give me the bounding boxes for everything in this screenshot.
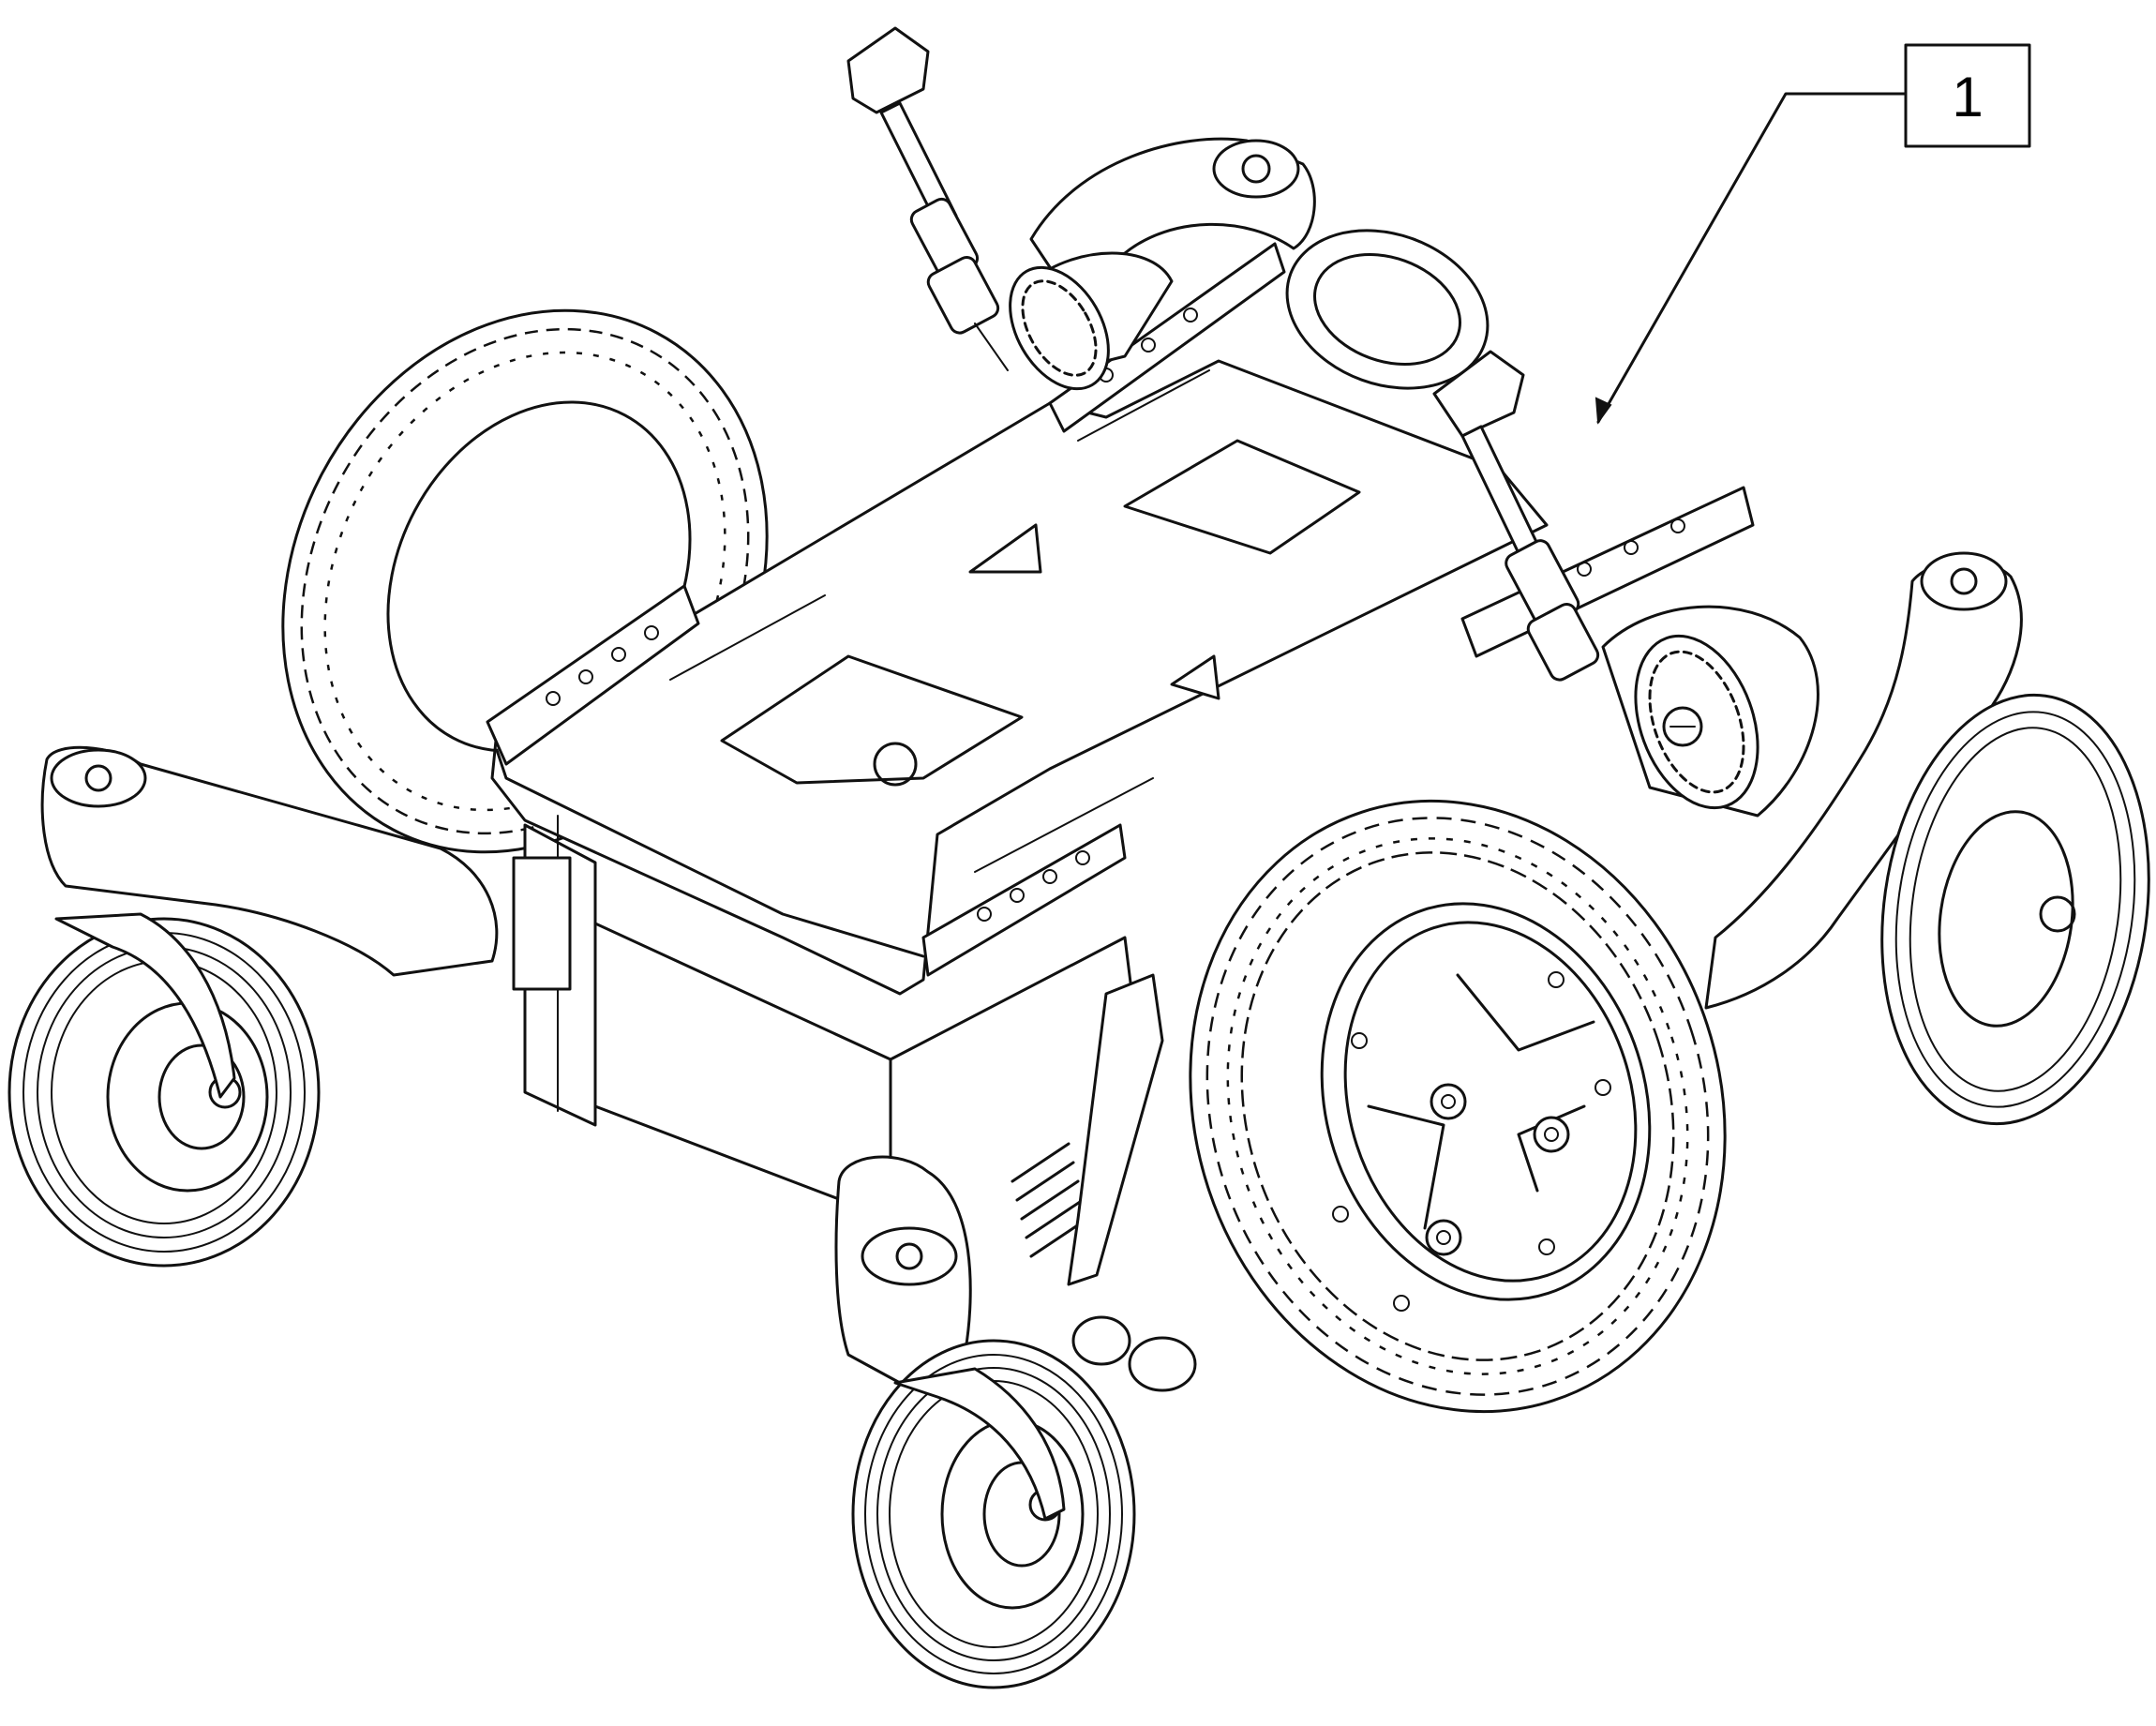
front-left-caster-arm [40, 745, 499, 977]
rear-right-drive-wheel [1285, 229, 1490, 390]
front-center-caster-arm [834, 1155, 972, 1385]
front-left-caster-wheel [7, 912, 321, 1268]
right-motor-release-lever [1432, 350, 1600, 682]
front-center-caster-wheel [851, 1339, 1136, 1689]
left-drive-motor [1009, 251, 1174, 391]
right-drive-motor [1601, 605, 1819, 818]
rear-caster-arm [1029, 137, 1316, 283]
callout-leader-line [1596, 92, 1908, 424]
left-motor-release-lever [846, 26, 1009, 371]
battery-box [512, 815, 1136, 1221]
front-right-caster-arm [1704, 551, 2023, 1010]
callout-label: 1 [1952, 66, 1983, 128]
frame-side-rail-left [486, 584, 700, 766]
frame-top-plate [490, 359, 1549, 996]
callout-box [1904, 43, 2031, 148]
frame-side-rail-rear [1048, 242, 1286, 433]
drive-wheel-hub [1332, 971, 1611, 1312]
callout-1: 1 [1595, 43, 2031, 425]
front-right-caster-wheel [1880, 693, 2150, 1126]
frame-side-rail-front [921, 823, 1127, 977]
front-suspension-spring [1011, 973, 1197, 1392]
callout-arrowhead [1595, 397, 1612, 425]
